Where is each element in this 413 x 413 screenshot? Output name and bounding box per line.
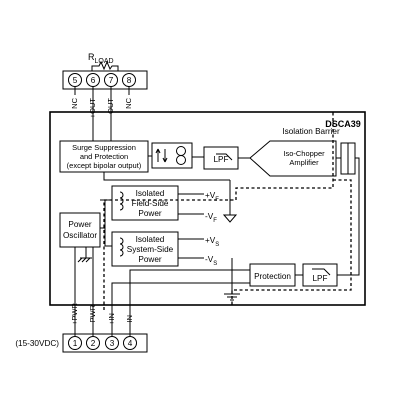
load-resistor: RLOAD (88, 52, 119, 74)
field-ground-icon (222, 214, 238, 223)
svg-text:8: 8 (127, 76, 132, 85)
bottom-terminal-block: +PWR -PWR +IN -IN 1 2 3 4 (62, 303, 148, 353)
terminal-3: 3 (105, 336, 119, 350)
svg-text:Oscillator: Oscillator (63, 231, 97, 240)
module-outline (49, 111, 366, 306)
svg-text:Field-Side: Field-Side (132, 199, 169, 208)
pin-8-label: NC (124, 97, 133, 108)
pin-5-label: NC (70, 97, 79, 108)
svg-text:7: 7 (109, 76, 114, 85)
pin-7-label: -OUT (106, 98, 115, 117)
bidirectional-arrows-icon (155, 148, 168, 163)
svg-text:Iso-Chopper: Iso-Chopper (283, 149, 325, 158)
load-label: RLOAD (88, 52, 114, 65)
vf-negative-label: -VF (205, 212, 217, 224)
lpf-top-block: LPF (203, 146, 239, 170)
resistor-symbol (91, 60, 119, 74)
terminal-2: 2 (86, 336, 100, 350)
top-terminal-block: 5 6 7 8 (62, 70, 148, 90)
svg-text:Isolated: Isolated (136, 189, 165, 198)
svg-text:6: 6 (91, 76, 96, 85)
svg-text:(except bipolar output): (except bipolar output) (67, 161, 142, 170)
svg-text:Protection: Protection (254, 272, 291, 281)
pin-4-label: -IN (125, 315, 134, 325)
isolation-transformer (340, 142, 356, 175)
power-oscillator-block: Power Oscillator (59, 212, 101, 248)
terminal-8: 8 (122, 73, 136, 87)
supply-voltage-label: (15-30VDC) (15, 339, 59, 348)
pin-6-label: +OUT (88, 98, 97, 119)
svg-text:LPF: LPF (213, 155, 228, 164)
terminal-6: 6 (86, 73, 100, 87)
field-transformer-coil-icon (119, 191, 124, 211)
system-side-power-block: Isolated System-Side Power (111, 231, 179, 267)
terminal-4: 4 (123, 336, 137, 350)
field-side-power-block: Isolated Field-Side Power (111, 185, 179, 221)
svg-text:Isolated: Isolated (136, 235, 165, 244)
svg-text:2: 2 (91, 339, 96, 348)
svg-text:LPF: LPF (312, 274, 327, 283)
isolation-barrier-line (103, 110, 352, 310)
svg-text:and Protection: and Protection (80, 152, 128, 161)
vf-positive-label: +VF (205, 191, 219, 203)
terminal-1: 1 (68, 336, 82, 350)
protection-block: Protection (249, 263, 296, 287)
svg-text:Amplifier: Amplifier (289, 158, 319, 167)
lpf-curve-icon (216, 153, 233, 161)
bottom-terminal-leads (74, 327, 131, 336)
lpf-curve-icon-bottom (312, 268, 331, 276)
svg-text:System-Side: System-Side (127, 245, 174, 254)
oscillator-ground-icon (77, 257, 92, 263)
output-driver-block (151, 142, 193, 169)
isolation-barrier-label: Isolation Barrier (282, 127, 340, 136)
pin-3-label: +IN (107, 313, 116, 325)
vs-negative-label: -VS (205, 255, 217, 267)
svg-text:Power: Power (138, 209, 161, 218)
terminal-7: 7 (104, 73, 118, 87)
lpf-bottom-block: LPF (302, 263, 338, 287)
terminal-5: 5 (68, 73, 82, 87)
surge-suppression-block: Surge Suppression and Protection (except… (59, 140, 149, 173)
svg-text:Power: Power (68, 220, 91, 229)
iso-chopper-amplifier: Iso-Chopper Amplifier (249, 140, 337, 177)
svg-text:4: 4 (128, 339, 133, 348)
svg-text:5: 5 (73, 76, 78, 85)
signal-wiring (74, 112, 360, 330)
pin-2-label: -PWR (88, 304, 97, 325)
model-name: DSCA39 (325, 119, 361, 129)
svg-text:1: 1 (73, 339, 78, 348)
svg-text:3: 3 (110, 339, 115, 348)
svg-text:Power: Power (138, 255, 161, 264)
top-terminal-leads (74, 87, 130, 112)
system-transformer-coil-icon (119, 237, 124, 257)
vs-positive-label: +VS (205, 236, 219, 248)
pin-1-label: +PWR (70, 303, 79, 325)
svg-text:Surge Suppression: Surge Suppression (72, 143, 136, 152)
